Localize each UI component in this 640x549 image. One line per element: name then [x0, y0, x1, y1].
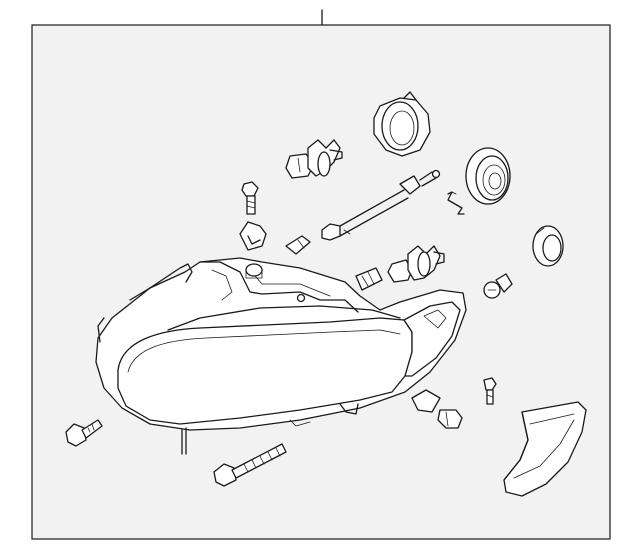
headlamp-assembly-icon [95, 257, 467, 455]
wedge-bulb-icon [285, 235, 311, 255]
mounting-bolt-icon [65, 419, 103, 447]
side-marker-bulb-icon [411, 389, 463, 429]
turn-signal-bulb-icon [483, 273, 513, 299]
screw-icon [483, 377, 497, 405]
socket-icon [355, 267, 383, 291]
rubber-grommet-cap-icon [465, 147, 511, 205]
nut-icon [239, 221, 267, 251]
retaining-clip-icon [447, 191, 465, 215]
long-bolt-icon [213, 443, 287, 487]
dust-cap-icon [373, 91, 431, 157]
small-grommet-icon [532, 225, 564, 267]
adjuster-rod-icon [321, 169, 441, 241]
h7-bulb-icon [285, 139, 343, 179]
screw-icon [241, 181, 259, 215]
corner-cover-icon [503, 401, 587, 497]
h7-bulb-icon [387, 245, 445, 283]
